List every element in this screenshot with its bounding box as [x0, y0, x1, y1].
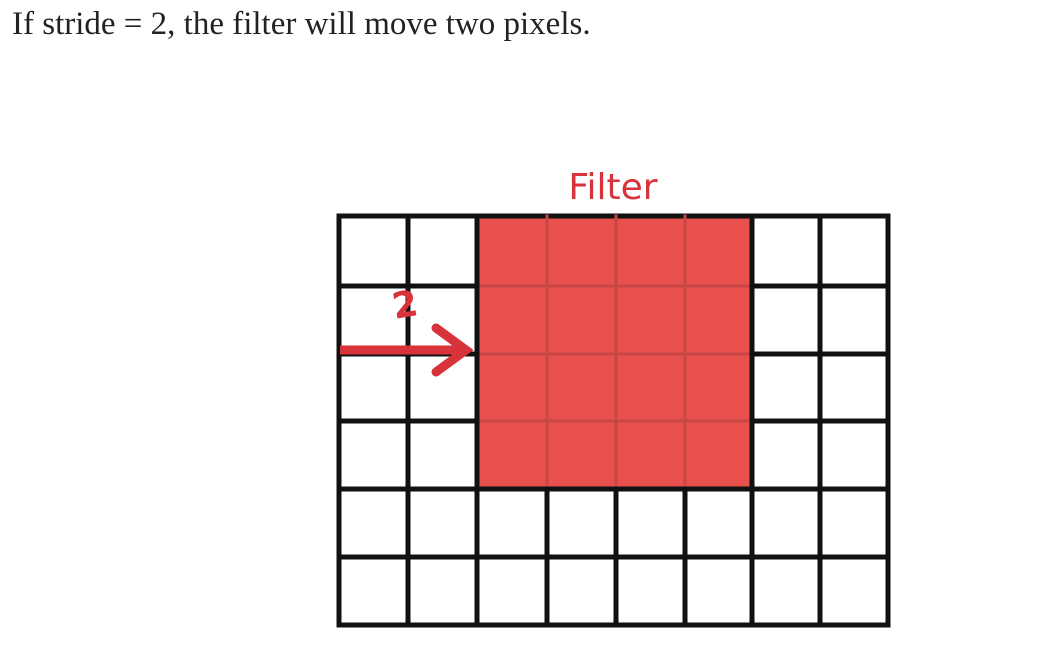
grid-cell — [752, 216, 820, 286]
grid-cell — [752, 354, 820, 421]
grid-cell — [752, 286, 820, 354]
filter-cell — [547, 286, 616, 354]
filter-cell — [547, 216, 616, 286]
grid-cell — [820, 354, 888, 421]
grid-cell — [339, 354, 408, 421]
filter-cell — [477, 421, 547, 489]
grid-cell — [547, 489, 616, 557]
filter-cell — [547, 421, 616, 489]
grid-cell — [339, 216, 408, 286]
grid-cells — [339, 216, 888, 625]
filter-cell — [685, 421, 752, 489]
grid-cell — [339, 286, 408, 354]
grid-cell — [547, 557, 616, 625]
grid-cell — [820, 421, 888, 489]
arrow-head — [431, 323, 474, 377]
filter-cell — [547, 354, 616, 421]
filter-label: Filter — [568, 167, 657, 208]
grid-cell — [752, 557, 820, 625]
grid-cell — [339, 489, 408, 557]
grid-cell — [408, 216, 477, 286]
grid-cell — [616, 557, 685, 625]
filter-cell — [477, 286, 547, 354]
filter-cell — [477, 216, 547, 286]
filter-cell — [616, 354, 685, 421]
grid-cell — [477, 489, 547, 557]
grid-cell — [339, 421, 408, 489]
stride-arrow — [340, 323, 474, 377]
filter-cell — [477, 354, 547, 421]
grid-cell — [820, 557, 888, 625]
grid-cell — [820, 216, 888, 286]
grid-cell — [820, 286, 888, 354]
filter-cell — [616, 421, 685, 489]
filter-cell — [685, 216, 752, 286]
filter-cell — [616, 216, 685, 286]
grid-cell — [408, 489, 477, 557]
grid-cell — [616, 489, 685, 557]
grid-cell — [752, 489, 820, 557]
grid-cell — [408, 421, 477, 489]
caption-text: If stride = 2, the filter will move two … — [12, 6, 591, 42]
filter-cell — [685, 286, 752, 354]
grid-cell — [685, 489, 752, 557]
grid-cell — [685, 557, 752, 625]
grid-cell — [408, 557, 477, 625]
filter-cell — [616, 286, 685, 354]
grid-lines — [336, 213, 891, 628]
grid-cell — [339, 557, 408, 625]
grid-cell — [752, 421, 820, 489]
filter-cell — [685, 354, 752, 421]
grid-cell — [408, 286, 477, 354]
grid-cell — [477, 557, 547, 625]
grid-cell — [820, 489, 888, 557]
